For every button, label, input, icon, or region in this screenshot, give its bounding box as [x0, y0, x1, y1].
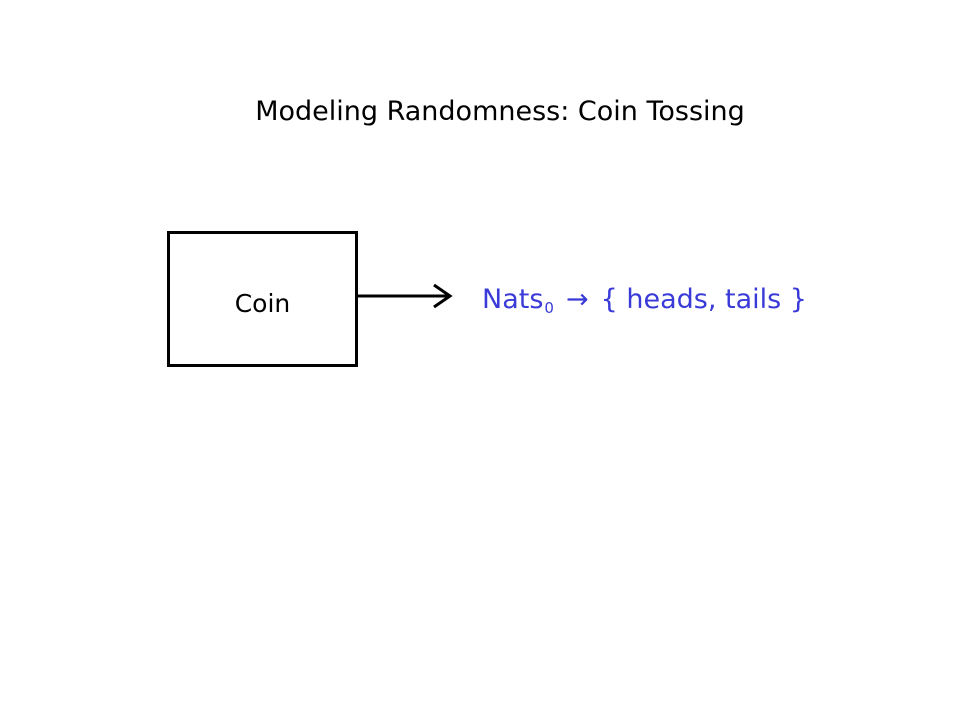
coin-box: Coin — [167, 231, 358, 367]
coin-label: Coin — [234, 288, 291, 318]
arrow-head — [433, 283, 453, 309]
mapping-expression: Nats0 → { heads, tails } — [482, 280, 807, 323]
mapping-domain-subscript: 0 — [544, 299, 554, 317]
slide-title: Modeling Randomness: Coin Tossing — [255, 96, 745, 127]
mapping-arrow: → — [565, 284, 589, 315]
mapping-codomain: { heads, tails } — [600, 284, 807, 315]
right-arrow-icon — [358, 283, 453, 309]
mapping-domain: Nats — [482, 284, 544, 315]
